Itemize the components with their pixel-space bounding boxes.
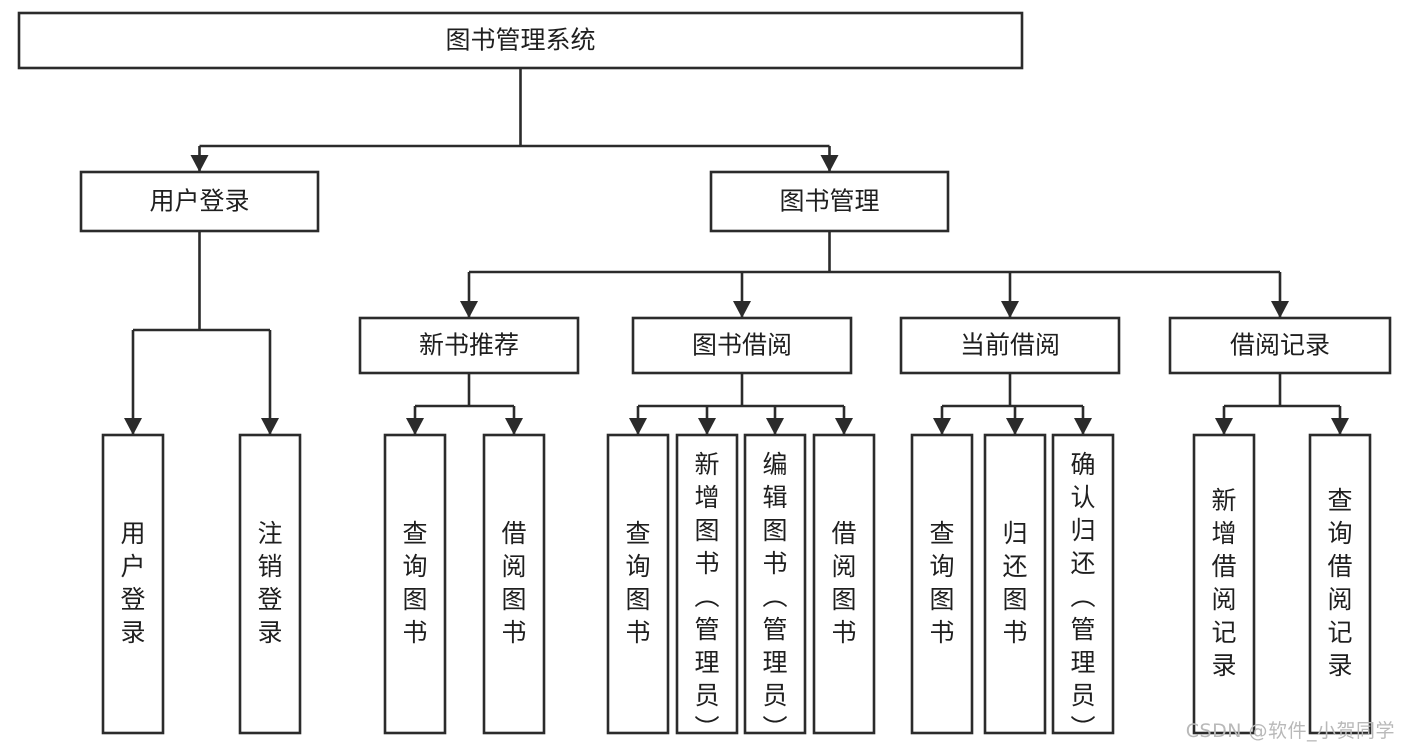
arrow-head-icon [698, 418, 716, 435]
arrow-head-icon [1006, 418, 1024, 435]
arrow-head-icon [124, 418, 142, 435]
node-label-text: 查询图书 [929, 519, 954, 647]
node-label-text: 新增图书︵管理员︶ [694, 450, 719, 743]
arrow-head-icon [190, 155, 209, 172]
node-user-login-action[interactable]: 用户登录 [101, 433, 165, 735]
node-label-text: 借阅图书 [831, 519, 856, 647]
node-box-rect [482, 433, 546, 735]
node-box-rect [899, 316, 1121, 375]
node-bb-add-book-admin[interactable]: 新增图书︵管理员︶ [675, 433, 739, 743]
node-label-text: 查询图书 [402, 519, 427, 647]
node-nbr-query-book[interactable]: 查询图书 [383, 433, 447, 735]
node-box-rect [675, 433, 739, 735]
node-cb-query-book[interactable]: 查询图书 [910, 433, 974, 735]
arrow-head-icon [820, 155, 839, 172]
arrow-head-icon [406, 418, 424, 435]
node-box-rect [17, 11, 1024, 70]
node-label-text: 新增借阅记录 [1211, 486, 1236, 680]
arrow-head-icon [261, 418, 279, 435]
node-br-add-record[interactable]: 新增借阅记录 [1192, 433, 1256, 735]
node-label-text: 当前借阅 [960, 331, 1060, 360]
node-bb-edit-book-admin[interactable]: 编辑图书︵管理员︶ [743, 433, 807, 743]
arrow-head-icon [460, 301, 478, 318]
node-label-text: 借阅记录 [1230, 331, 1330, 360]
node-label-text: 借阅图书 [501, 519, 526, 647]
arrow-head-icon [835, 418, 853, 435]
node-box-rect [383, 433, 447, 735]
node-box-rect [983, 433, 1047, 735]
node-label-text: 确认归还︵管理员︶ [1070, 450, 1095, 743]
node-box-rect [1168, 316, 1392, 375]
node-box-rect [1192, 433, 1256, 735]
node-user-login[interactable]: 用户登录 [79, 170, 320, 233]
node-current-borrow[interactable]: 当前借阅 [899, 316, 1121, 375]
node-br-query-record[interactable]: 查询借阅记录 [1308, 433, 1372, 735]
node-label-text: 用户登录 [120, 519, 145, 647]
arrow-head-icon [766, 418, 784, 435]
node-bb-borrow-book[interactable]: 借阅图书 [812, 433, 876, 735]
node-book-borrow[interactable]: 图书借阅 [631, 316, 853, 375]
arrow-head-icon [733, 301, 751, 318]
arrow-head-icon [1215, 418, 1233, 435]
node-label-text: 编辑图书︵管理员︶ [762, 450, 787, 743]
csdn-watermark: CSDN @软件_小贺同学 [1185, 720, 1395, 742]
node-box-rect [743, 433, 807, 735]
node-box-rect [812, 433, 876, 735]
node-label-text: 注销登录 [257, 519, 282, 647]
node-box-rect [358, 316, 580, 375]
node-box-rect [79, 170, 320, 233]
node-label-text: 图书管理 [779, 187, 879, 216]
node-borrow-records[interactable]: 借阅记录 [1168, 316, 1392, 375]
node-box-rect [1308, 433, 1372, 735]
node-new-book-recommend[interactable]: 新书推荐 [358, 316, 580, 375]
node-label-text: 图书借阅 [692, 331, 792, 360]
node-box-rect [606, 433, 670, 735]
node-box-rect [910, 433, 974, 735]
arrow-head-icon [1331, 418, 1349, 435]
arrow-head-icon [629, 418, 647, 435]
arrow-head-icon [505, 418, 523, 435]
node-label-text: 归还图书 [1002, 519, 1027, 647]
node-label-text: 查询图书 [625, 519, 650, 647]
node-label-text: 图书管理系统 [445, 26, 595, 55]
node-book-management[interactable]: 图书管理 [709, 170, 950, 233]
node-label-text: 新书推荐 [419, 331, 519, 360]
node-label-text: 用户登录 [149, 187, 249, 216]
arrow-head-icon [933, 418, 951, 435]
node-bb-query-book[interactable]: 查询图书 [606, 433, 670, 735]
arrow-head-icon [1271, 301, 1289, 318]
node-cb-confirm-return-admin[interactable]: 确认归还︵管理员︶ [1051, 433, 1115, 743]
arrow-head-icon [1074, 418, 1092, 435]
node-cb-return-book[interactable]: 归还图书 [983, 433, 1047, 735]
node-box-rect [238, 433, 302, 735]
arrow-head-icon [1001, 301, 1019, 318]
node-box-rect [101, 433, 165, 735]
node-box-rect [631, 316, 853, 375]
node-root[interactable]: 图书管理系统 [17, 11, 1024, 70]
node-label-text: 查询借阅记录 [1327, 486, 1352, 680]
node-nbr-borrow-book[interactable]: 借阅图书 [482, 433, 546, 735]
node-user-logout-action[interactable]: 注销登录 [238, 433, 302, 735]
node-box-rect [1051, 433, 1115, 735]
connectors-layer [124, 68, 1349, 435]
node-box-rect [709, 170, 950, 233]
nodes-layer: 图书管理系统用户登录用户登录注销登录图书管理新书推荐查询图书借阅图书图书借阅查询… [17, 11, 1392, 743]
